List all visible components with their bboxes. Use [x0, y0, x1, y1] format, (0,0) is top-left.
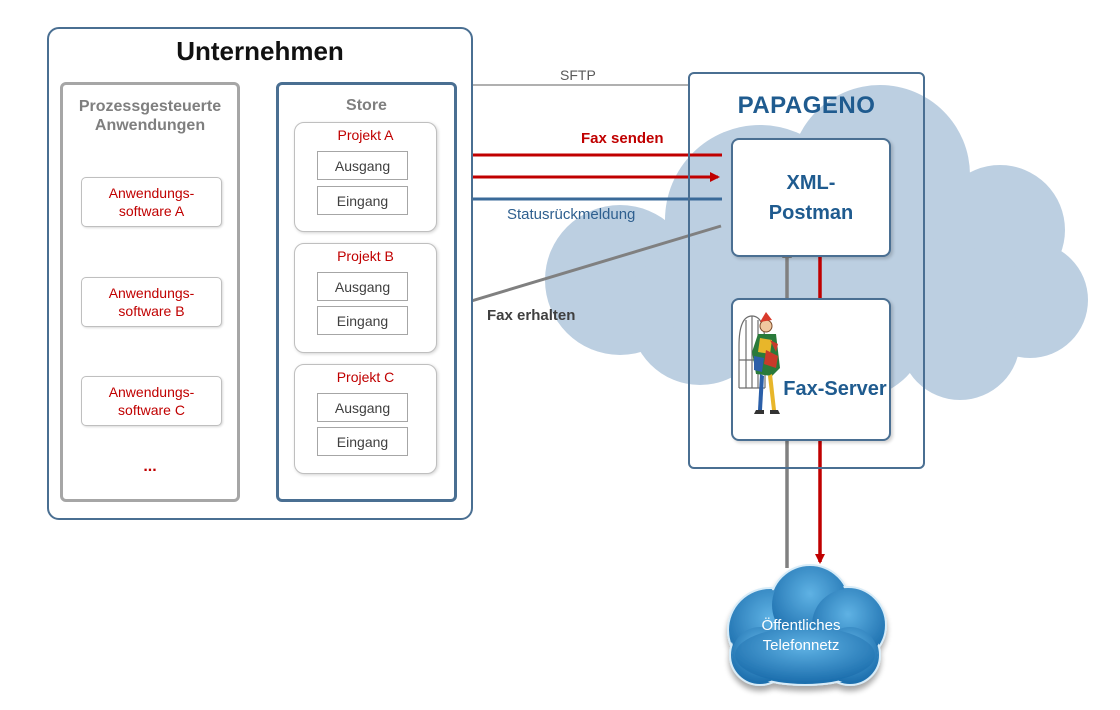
telefonnetz-line2: Telefonnetz [762, 637, 840, 654]
projekt-b-ausgang: Ausgang [317, 272, 408, 301]
app-b-line2: software B [118, 303, 185, 319]
xml-postman-line1: XML- [786, 171, 836, 194]
statusrueckmeldung-label: Statusrückmeldung [507, 206, 636, 223]
projekt-b-title: Projekt B [337, 248, 394, 264]
papageno-title: PAPAGENO [737, 92, 876, 119]
more-apps-ellipsis: ... [143, 458, 157, 475]
unternehmen-title: Unternehmen [176, 36, 344, 66]
xml-postman-box: XML- Postman [731, 138, 891, 257]
app-c-line1: Anwendungs- [108, 384, 195, 400]
prozess-title-line2: Anwendungen [94, 117, 206, 134]
projekt-b-eingang: Eingang [317, 306, 408, 335]
fax-senden-label: Fax senden [581, 130, 664, 147]
xml-postman-line2: Postman [768, 201, 854, 224]
app-a-line2: software A [118, 203, 185, 219]
app-a-line1: Anwendungs- [108, 185, 195, 201]
papageno-figure-icon [738, 312, 780, 414]
prozess-title-line1: Prozessgesteuerte [78, 98, 222, 115]
telefonnetz-cloud [727, 564, 887, 686]
projekt-a-ausgang: Ausgang [317, 151, 408, 180]
projekt-a-title: Projekt A [337, 127, 394, 143]
app-c-line2: software C [118, 402, 185, 418]
app-b-line1: Anwendungs- [108, 285, 195, 301]
projekt-c-ausgang: Ausgang [317, 393, 408, 422]
fax-erhalten-label: Fax erhalten [487, 307, 576, 324]
fax-server-label: Fax-Server [783, 378, 887, 400]
app-software-c: Anwendungs- software C [81, 376, 222, 426]
prozess-anwendungen-title: Prozessgesteuerte Anwendungen [60, 97, 240, 135]
telefonnetz-line1: Öffentliches [761, 617, 841, 634]
papageno-container [688, 72, 925, 469]
projekt-c-title: Projekt C [336, 369, 395, 385]
telefonnetz-label: Öffentliches Telefonnetz [726, 616, 876, 656]
app-software-b: Anwendungs- software B [81, 277, 222, 327]
projekt-a-eingang: Eingang [317, 186, 408, 215]
app-software-a: Anwendungs- software A [81, 177, 222, 227]
projekt-c-eingang: Eingang [317, 427, 408, 456]
store-container [276, 82, 457, 502]
prozess-anwendungen-container [60, 82, 240, 502]
sftp-label: SFTP [560, 67, 596, 83]
store-title: Store [346, 97, 387, 114]
